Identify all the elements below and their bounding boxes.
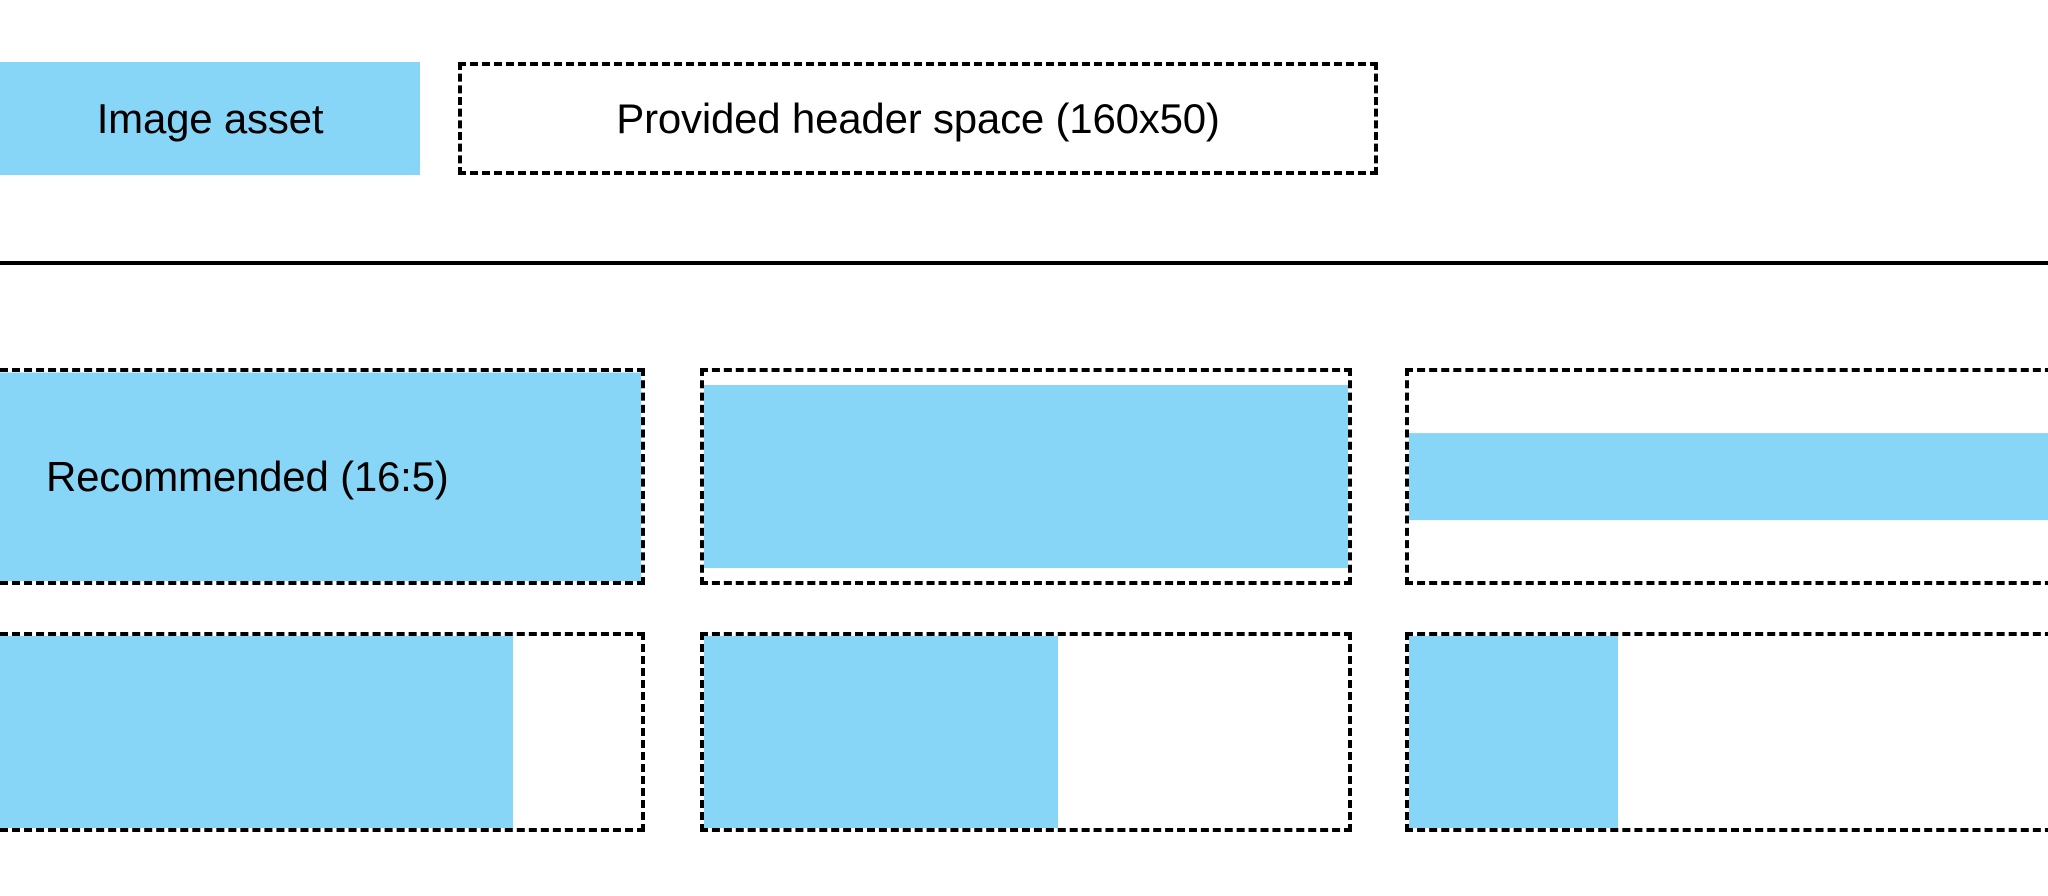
asset-fill-block — [0, 372, 641, 581]
provided-header-space-box: Provided header space (160x50) — [458, 62, 1378, 175]
provided-header-space-label: Provided header space (160x50) — [616, 94, 1220, 142]
asset-fill-block — [0, 636, 513, 828]
ratio-cell-partial-width-80 — [0, 632, 645, 832]
legend-band: Image asset Provided header space (160x5… — [0, 62, 2048, 175]
ratio-example-grid: Recommended (16:5) — [0, 368, 2048, 832]
grid-row: Recommended (16:5) — [0, 368, 2048, 585]
ratio-cell-wide-band-centered — [1405, 368, 2048, 585]
asset-fill-block — [704, 384, 1348, 569]
ratio-cell-partial-width-55 — [700, 632, 1352, 832]
image-asset-swatch-label: Image asset — [96, 94, 324, 142]
ratio-cell-wide-inset-vertical — [700, 368, 1352, 585]
asset-fill-block — [1409, 636, 1618, 828]
asset-fill-block — [704, 636, 1059, 828]
section-divider — [0, 261, 2048, 265]
grid-row — [0, 632, 2048, 832]
image-asset-swatch: Image asset — [0, 62, 420, 175]
ratio-cell-recommended-16-5: Recommended (16:5) — [0, 368, 645, 585]
asset-fill-block — [1409, 432, 2048, 521]
ratio-cell-partial-width-32 — [1405, 632, 2048, 832]
